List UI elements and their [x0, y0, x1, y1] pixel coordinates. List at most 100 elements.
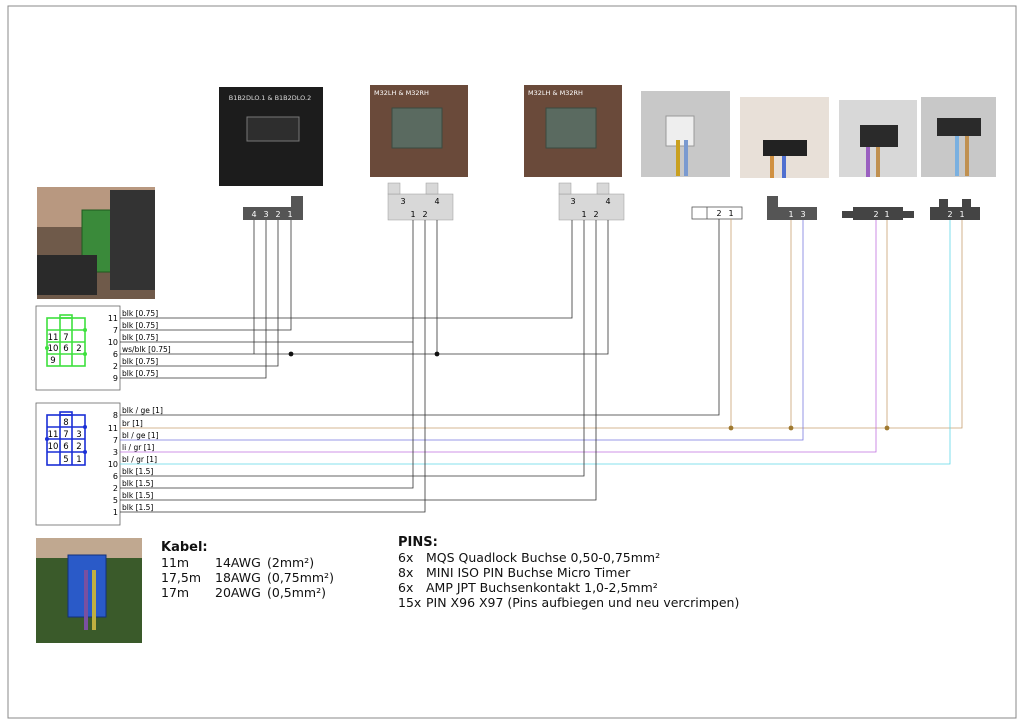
wire-b8 [120, 219, 720, 416]
svg-text:1: 1 [959, 210, 964, 219]
svg-text:3: 3 [800, 210, 805, 219]
connector-d-symbol: 2 1 [691, 206, 743, 220]
kabel-title: Kabel: [161, 540, 208, 555]
wire-pin: 10 [108, 460, 118, 469]
photo-connector-a: B1B2DLO.1 & B1B2DLO.2 [219, 87, 323, 186]
wire-label: blk [0.75] [122, 321, 158, 330]
svg-text:4: 4 [605, 197, 610, 206]
junction-dot [288, 351, 294, 357]
svg-text:7: 7 [63, 333, 68, 343]
photo-connector-c: M32LH & M32RH [524, 85, 622, 177]
wire-pin: 11 [108, 424, 118, 433]
svg-text:1: 1 [76, 455, 81, 465]
svg-text:7: 7 [63, 430, 68, 440]
svg-text:6: 6 [63, 442, 68, 452]
photo-connector-d [641, 91, 730, 177]
blue-pin-grid [46, 411, 86, 466]
svg-text:1: 1 [581, 210, 586, 219]
wire-b1 [120, 220, 426, 513]
wire-b3 [120, 220, 877, 453]
connector-g-symbol: 2 1 [930, 199, 980, 220]
svg-text:M32LH & M32RH: M32LH & M32RH [528, 89, 583, 97]
svg-text:6: 6 [63, 344, 68, 354]
svg-text:4: 4 [251, 210, 256, 219]
wire-label: bl / gr [1] [122, 455, 157, 464]
svg-text:10: 10 [48, 344, 59, 354]
wire-pin: 2 [113, 362, 118, 371]
connector-f-symbol: 2 1 [842, 207, 914, 220]
svg-text:2: 2 [76, 442, 81, 452]
svg-text:1: 1 [287, 210, 292, 219]
wire-pin: 9 [113, 374, 118, 383]
connector-e-symbol: 1 3 [767, 196, 817, 220]
wire-pin: 10 [108, 338, 118, 347]
wire-label: blk [1.5] [122, 503, 153, 512]
svg-text:1: 1 [410, 210, 415, 219]
wire-g9 [120, 220, 267, 379]
svg-text:2: 2 [275, 210, 280, 219]
svg-text:2: 2 [422, 210, 427, 219]
wire-label: blk [0.75] [122, 333, 158, 342]
photo-connector-b: M32LH & M32RH [370, 85, 468, 177]
svg-text:1: 1 [884, 210, 889, 219]
wire-pin: 2 [113, 484, 118, 493]
svg-text:M32LH & M32RH: M32LH & M32RH [374, 89, 429, 97]
wire-label: blk [1.5] [122, 467, 153, 476]
wire-b7 [120, 220, 804, 441]
green-connector-box: 11 7 10 6 2 9 [35, 305, 121, 391]
wire-b5 [120, 220, 597, 501]
green-pin-grid [46, 314, 86, 367]
wire-label: blk [1.5] [122, 479, 153, 488]
wire-b10 [120, 220, 951, 465]
wire-g10 [120, 220, 414, 343]
svg-text:B1B2DLO.1 & B1B2DLO.2: B1B2DLO.1 & B1B2DLO.2 [229, 94, 311, 102]
svg-text:2: 2 [76, 344, 81, 354]
wire-label: ws/blk [0.75] [122, 345, 171, 354]
wire-label: blk / ge [1] [122, 406, 163, 415]
blue-wire-labels: 8 blk / ge [1] 11 br [1] 7 bl / ge [1] 3… [108, 406, 163, 517]
svg-text:3: 3 [263, 210, 268, 219]
wire-pin: 6 [113, 472, 118, 481]
wire-g11 [120, 220, 573, 319]
wire-label: li / gr [1] [122, 443, 154, 452]
wire-label: blk [0.75] [122, 369, 158, 378]
svg-text:5: 5 [63, 455, 68, 465]
pins-title: PINS: [398, 535, 438, 550]
junction-dot [884, 425, 890, 431]
svg-text:2: 2 [947, 210, 952, 219]
svg-text:3: 3 [76, 430, 81, 440]
wire-pin: 7 [113, 436, 118, 445]
wires [120, 219, 963, 513]
wire-pin: 6 [113, 350, 118, 359]
junction-dot [434, 351, 440, 357]
svg-text:4: 4 [434, 197, 439, 206]
wire-pin: 8 [113, 411, 118, 420]
connector-c-symbol: 3 4 1 2 [558, 182, 625, 221]
wire-pin: 5 [113, 496, 118, 505]
svg-text:2: 2 [593, 210, 598, 219]
page-border [7, 5, 1017, 719]
svg-text:11: 11 [48, 333, 59, 343]
svg-text:1: 1 [728, 209, 733, 218]
svg-text:2: 2 [873, 210, 878, 219]
wire-label: blk [0.75] [122, 357, 158, 366]
wire-b11 [120, 220, 963, 429]
photo-green-connector [37, 187, 155, 299]
wire-pin: 3 [113, 448, 118, 457]
wire-g6 [120, 220, 609, 355]
svg-text:9: 9 [50, 356, 55, 366]
svg-text:2: 2 [716, 209, 721, 218]
junction-dot [788, 425, 794, 431]
connector-b-symbol: 3 4 1 2 [387, 182, 454, 221]
photo-connector-g [921, 97, 996, 177]
wire-label: blk [0.75] [122, 309, 158, 318]
svg-text:10: 10 [48, 442, 59, 452]
